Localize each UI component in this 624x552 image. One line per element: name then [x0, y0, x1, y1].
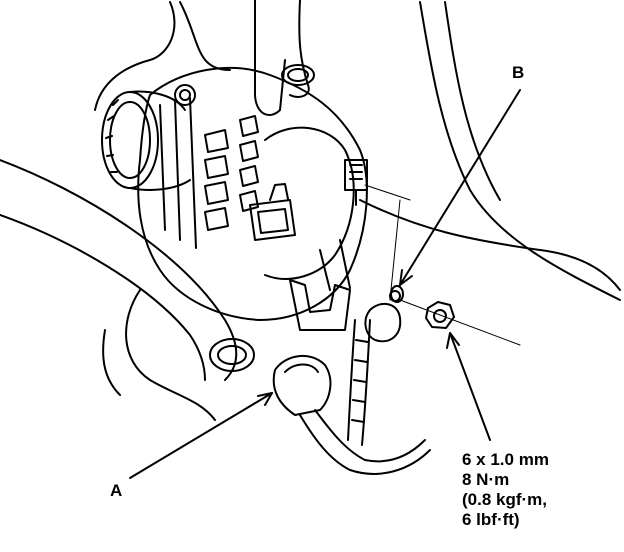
alternator-pulley: [101, 90, 191, 191]
lower-bracket: [289, 239, 351, 331]
engine-block-outline: [94, 1, 621, 421]
upper-hose: [254, 0, 315, 116]
ring-terminal: [364, 290, 402, 343]
torque-spec-line-4: 6 lbf·ft): [462, 510, 520, 529]
callout-a: A: [110, 481, 123, 500]
leader-a: [129, 392, 273, 479]
wire-harness: [299, 319, 431, 475]
leader-b: [399, 89, 521, 286]
alternator-connector: [249, 183, 296, 241]
alternator-body: [137, 66, 368, 321]
torque-spec-line-2: 8 N·m: [462, 470, 510, 489]
flange-nut: [425, 301, 455, 329]
torque-spec: 6 x 1.0 mm 8 N·m (0.8 kgf·m, 6 lbf·ft): [462, 450, 549, 530]
assembly-guide-line: [364, 184, 521, 346]
lower-hose: [0, 159, 255, 381]
leader-a-arrow: [257, 392, 273, 406]
leader-nut-arrow: [446, 332, 460, 349]
b-terminal-stud: [344, 159, 368, 206]
torque-spec-line-3: (0.8 kgf·m,: [462, 490, 548, 509]
torque-spec-line-1: 6 x 1.0 mm: [462, 450, 549, 469]
leader-nut: [449, 332, 491, 441]
harness-connector-a: [272, 354, 332, 416]
leader-b-arrow: [399, 269, 413, 286]
callout-b: B: [512, 63, 525, 82]
